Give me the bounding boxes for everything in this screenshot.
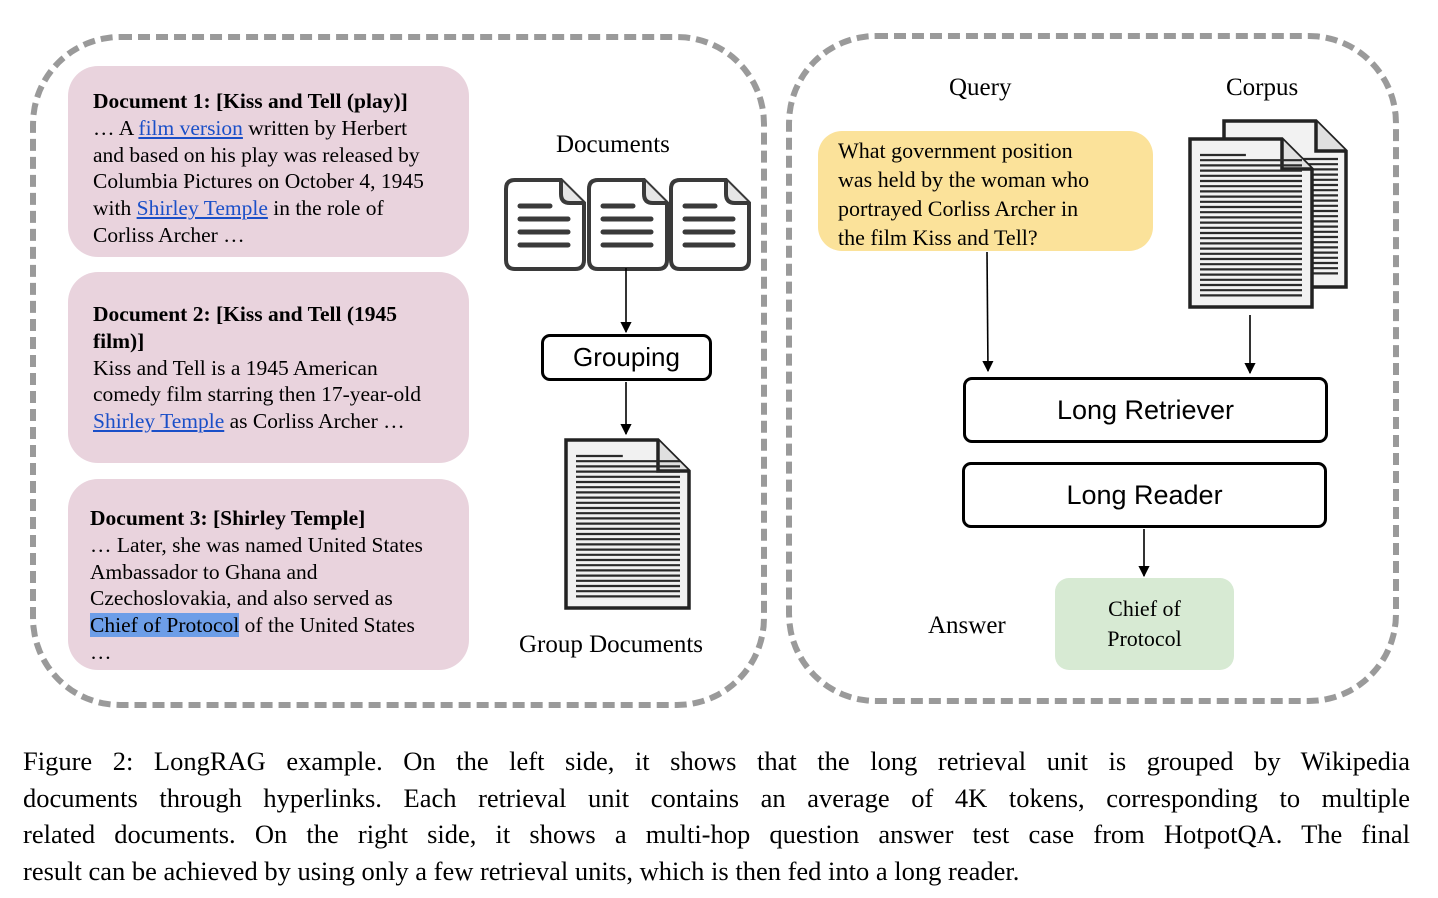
query-line-4: the film Kiss and Tell? [838,225,1038,250]
document-icon-3 [671,180,749,269]
group-document-icon [564,438,691,610]
document-text-line: … A film version written by Herbert [93,115,445,142]
corpus-label: Corpus [1226,74,1299,101]
document-text-line: Ambassador to Ghana and [90,559,445,586]
caption-line-4: result can be achieved by using only a f… [23,855,1020,886]
hyperlink[interactable]: film version [138,115,243,140]
hyperlink[interactable]: Shirley Temple [136,196,268,221]
caption-line-3: related documents. On the right side, it… [23,819,1410,849]
document-text: Czechoslovakia, and also served as [90,586,393,611]
caption-line-2: documents through hyperlinks. Each retri… [23,782,1410,813]
document-text: with [93,196,137,221]
long-retriever-label: Long Retriever [1056,394,1235,425]
document-text: comedy film starring then 17-year-old [93,382,421,407]
document-text-line: with Shirley Temple in the role of [93,195,445,222]
document-card-3: Document 3: [Shirley Temple] … Later, sh… [68,479,469,670]
answer-box: Chief of Protocol [1055,578,1234,670]
document-text: as Corliss Archer … [224,409,405,434]
query-line-1: What government position [838,138,1073,163]
document-text: in the role of [267,196,384,221]
left-panel [30,34,767,708]
document-text-line: Shirley Temple as Corliss Archer … [93,408,445,435]
hyperlink[interactable]: Shirley Temple [93,409,225,434]
document-2-title-line-2: film)] [93,328,145,353]
query-box: What government position was held by the… [818,131,1153,251]
document-text: and based on his play was released by [93,142,420,167]
group-documents-label: Group Documents [519,631,703,658]
document-text: … [90,639,112,664]
document-1-title: Document 1: [Kiss and Tell (play)] [93,89,408,113]
document-text: Kiss and Tell is a 1945 American [93,355,378,380]
document-card-1: Document 1: [Kiss and Tell (play)] … A f… [68,66,469,257]
document-text: Ambassador to Ghana and [90,559,318,584]
document-2-title-line-1: Document 2: [Kiss and Tell (1945 [93,302,398,326]
answer-line-2: Protocol [1107,626,1182,651]
answer-line-1: Chief of [1108,596,1181,621]
long-retriever-box: Long Retriever [963,377,1328,443]
highlighted-answer-text: Chief of Protocol [90,613,240,638]
document-text: … Later, she was named United States [90,532,423,557]
document-text-line: Kiss and Tell is a 1945 American [93,355,445,382]
document-text-line: and based on his play was released by [93,142,445,169]
long-reader-label: Long Reader [1066,479,1223,510]
document-text-line: … Later, she was named United States [90,532,445,559]
query-line-3: portrayed Corliss Archer in [838,196,1079,221]
arrow-query-to-retriever [982,251,994,373]
document-text-line: … [90,639,445,666]
query-label: Query [949,74,1012,101]
grouping-box: Grouping [541,334,712,381]
document-text: Corliss Archer … [93,222,245,247]
document-3-title: Document 3: [Shirley Temple] [90,506,366,530]
document-icon-2 [589,180,667,269]
document-icon-1 [506,180,584,269]
long-reader-box: Long Reader [962,462,1327,528]
right-panel [786,33,1399,704]
document-text: of the United States [239,613,415,638]
documents-label: Documents [556,131,670,158]
query-line-2: was held by the woman who [838,167,1090,192]
document-text: Columbia Pictures on October 4, 1945 [93,169,424,194]
document-text-line: Columbia Pictures on October 4, 1945 [93,168,445,195]
document-text-line: Corliss Archer … [93,222,445,249]
document-card-2: Document 2: [Kiss and Tell (1945 film)] … [68,272,469,463]
answer-label: Answer [928,612,1006,639]
figure-caption: Figure 2: LongRAG example. On the left s… [23,743,1410,889]
document-text-line: Chief of Protocol of the United States [90,612,445,639]
caption-line-1: Figure 2: LongRAG example. On the left s… [23,746,1410,776]
document-text-line: Czechoslovakia, and also served as [90,585,445,612]
corpus-document-icon-front [1188,137,1314,309]
document-text: … A [93,115,139,140]
grouping-label: Grouping [573,342,680,372]
document-text: written by Herbert [242,115,408,140]
document-text-line: comedy film starring then 17-year-old [93,381,445,408]
